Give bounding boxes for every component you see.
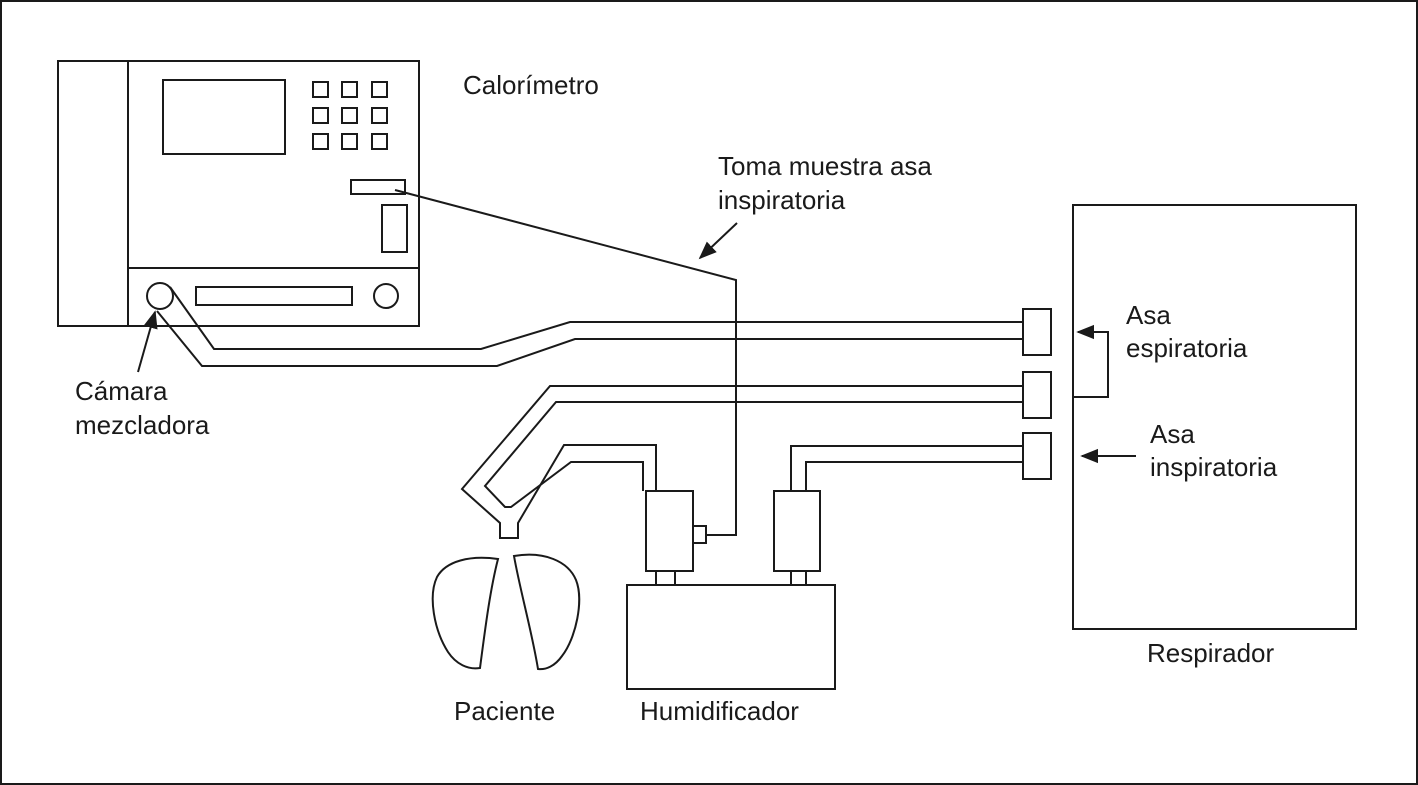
label-camara-mezcladora: Cámara mezcladora xyxy=(75,376,210,440)
expiratory-hose-lower xyxy=(156,310,1023,367)
patient-lungs xyxy=(431,553,581,671)
expiratory-hose-upper xyxy=(169,286,1023,350)
y-piece-outer xyxy=(460,385,1023,539)
keypad-key xyxy=(312,133,329,150)
mixing-chamber-arrow xyxy=(137,310,158,373)
inspiratory-port xyxy=(1022,432,1052,480)
ventilator-body xyxy=(1072,204,1357,630)
keypad-key xyxy=(341,81,358,98)
keypad-key xyxy=(371,107,388,124)
calorimeter-drawer-slot xyxy=(195,286,353,306)
mixing-chamber xyxy=(146,282,174,310)
left-lung xyxy=(431,556,500,670)
label-humidificador: Humidificador xyxy=(640,696,799,726)
humidifier-right-chamber xyxy=(773,490,821,572)
calorimeter-screen xyxy=(162,79,286,155)
keypad-key xyxy=(312,107,329,124)
label-respirador: Respirador xyxy=(1147,638,1275,668)
expiratory-valve-bracket xyxy=(1073,331,1109,398)
calorimeter-keypad xyxy=(312,81,388,150)
humidifier xyxy=(626,490,836,690)
label-paciente: Paciente xyxy=(454,696,555,726)
calorimeter-vertical-slot xyxy=(381,204,408,253)
right-lung xyxy=(512,553,581,671)
expiratory-return-port xyxy=(1022,371,1052,419)
ventilator xyxy=(1022,204,1357,630)
humidifier-sample-port xyxy=(692,525,707,544)
sample-line-arrow xyxy=(698,222,738,260)
keypad-key xyxy=(371,81,388,98)
calorimeter-unit xyxy=(57,60,420,327)
humidifier-base xyxy=(626,584,836,690)
label-asa-inspiratoria: Asa inspiratoria xyxy=(1150,419,1278,482)
inspiratory-hose-lower xyxy=(805,461,1023,491)
expiratory-port xyxy=(1022,308,1052,356)
humidifier-left-chamber xyxy=(645,490,694,572)
keypad-key xyxy=(341,133,358,150)
label-asa-espiratoria: Asa espiratoria xyxy=(1126,300,1248,363)
keypad-key xyxy=(312,81,329,98)
sample-line xyxy=(394,189,737,536)
inspiratory-hose-upper xyxy=(790,445,1023,491)
y-piece-inner xyxy=(483,401,1023,508)
sample-port-slot xyxy=(350,179,406,195)
calorimeter-knob xyxy=(373,283,399,309)
label-toma-muestra: Toma muestra asa inspiratoria xyxy=(718,151,939,215)
calorimeter-body xyxy=(57,60,420,327)
keypad-key xyxy=(371,133,388,150)
label-calorimetro: Calorímetro xyxy=(463,70,599,100)
keypad-key xyxy=(341,107,358,124)
